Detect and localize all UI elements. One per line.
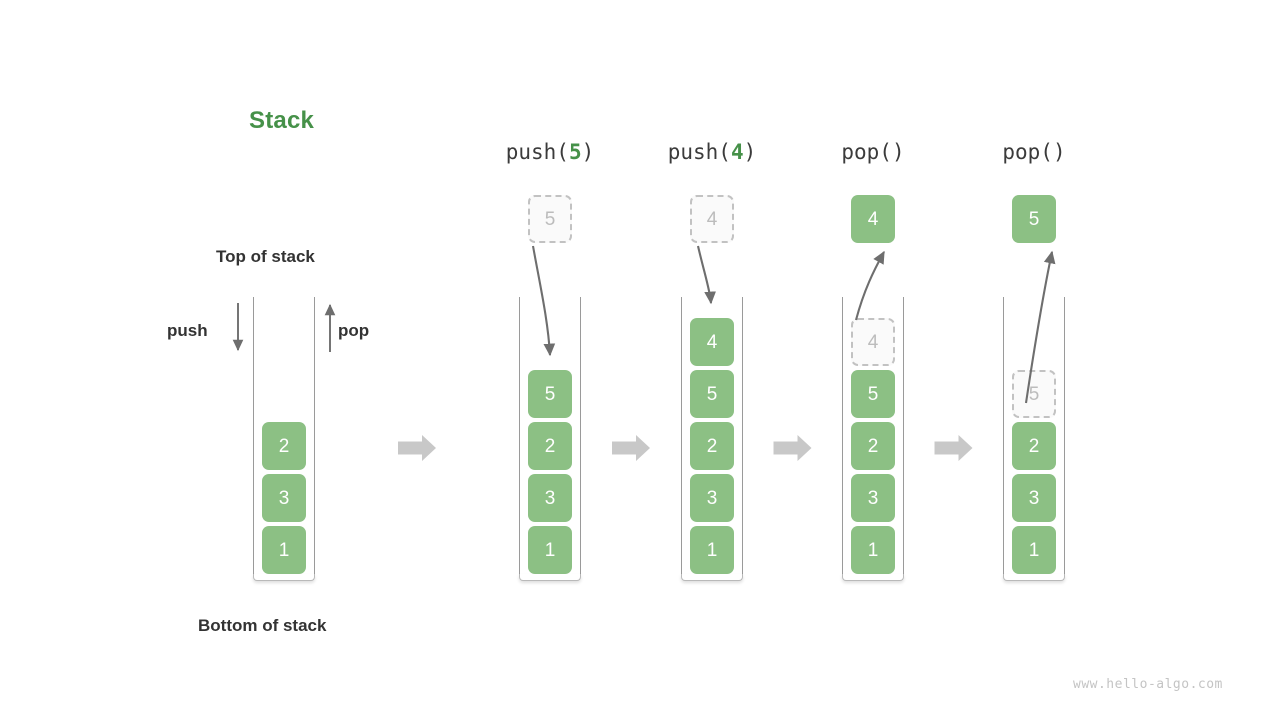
stack-element: 3	[262, 474, 306, 522]
stack-element: 3	[851, 474, 895, 522]
operation-caption-pop-5: pop()	[954, 140, 1114, 164]
stack-element: 2	[528, 422, 572, 470]
pending-push-element-push-5: 5	[528, 195, 572, 243]
caption-suffix: )	[891, 140, 905, 164]
stack-element: 4	[690, 318, 734, 366]
stack-floor	[1003, 574, 1065, 581]
stack-container-initial	[253, 297, 315, 581]
caption-suffix: )	[581, 140, 595, 164]
watermark: www.hello-algo.com	[1073, 677, 1223, 692]
stack-wall-right	[1064, 297, 1065, 575]
flow-arrow	[773, 435, 812, 461]
stack-wall-right	[742, 297, 743, 575]
flow-arrow	[398, 435, 436, 461]
stack-floor	[253, 574, 315, 581]
stack-container-push-5	[519, 297, 581, 581]
bottom-of-stack-label: Bottom of stack	[198, 616, 327, 635]
stack-element: 2	[690, 422, 734, 470]
stack-floor	[519, 574, 581, 581]
stack-element: 3	[690, 474, 734, 522]
caption-suffix: )	[1052, 140, 1066, 164]
stack-element: 5	[528, 370, 572, 418]
stack-wall-right	[314, 297, 315, 575]
operation-caption-pop-4: pop()	[793, 140, 953, 164]
pop-label: pop	[338, 321, 370, 340]
stack-container-push-4	[681, 297, 743, 581]
flow-arrow	[934, 435, 973, 461]
stack-element: 1	[528, 526, 572, 574]
stack-wall-left	[253, 297, 254, 575]
caption-prefix: pop(	[841, 140, 892, 164]
popped-element-pop-5: 5	[1012, 195, 1056, 243]
stack-floor	[681, 574, 743, 581]
caption-argument: 5	[568, 140, 582, 164]
flow-arrow	[612, 435, 650, 461]
stack-element: 2	[851, 422, 895, 470]
push-label: push	[167, 321, 208, 340]
stack-container-pop-4	[842, 297, 904, 581]
stack-element: 1	[1012, 526, 1056, 574]
stack-wall-right	[903, 297, 904, 575]
pending-push-element-push-4: 4	[690, 195, 734, 243]
caption-suffix: )	[743, 140, 757, 164]
stack-element: 1	[262, 526, 306, 574]
stack-floor	[842, 574, 904, 581]
stack-wall-left	[1003, 297, 1004, 575]
stack-element: 2	[1012, 422, 1056, 470]
stack-element: 5	[690, 370, 734, 418]
caption-argument: 4	[730, 140, 744, 164]
stack-element: 1	[851, 526, 895, 574]
stack-element: 5	[1012, 370, 1056, 418]
stack-wall-right	[580, 297, 581, 575]
caption-prefix: push(	[667, 140, 731, 164]
caption-prefix: push(	[505, 140, 569, 164]
page-title: Stack	[249, 107, 315, 134]
stack-element: 3	[528, 474, 572, 522]
stack-element: 4	[851, 318, 895, 366]
stack-wall-left	[519, 297, 520, 575]
stack-wall-left	[681, 297, 682, 575]
stack-element: 2	[262, 422, 306, 470]
caption-prefix: pop(	[1002, 140, 1053, 164]
push-4-motion-arrow	[696, 245, 716, 305]
stack-container-pop-5	[1003, 297, 1065, 581]
stack-wall-left	[842, 297, 843, 575]
operation-caption-push-4: push(4)	[632, 140, 792, 164]
stack-element: 3	[1012, 474, 1056, 522]
popped-element-pop-4: 4	[851, 195, 895, 243]
operation-caption-push-5: push(5)	[470, 140, 630, 164]
stack-element: 5	[851, 370, 895, 418]
stack-element: 1	[690, 526, 734, 574]
top-of-stack-label: Top of stack	[216, 247, 315, 266]
